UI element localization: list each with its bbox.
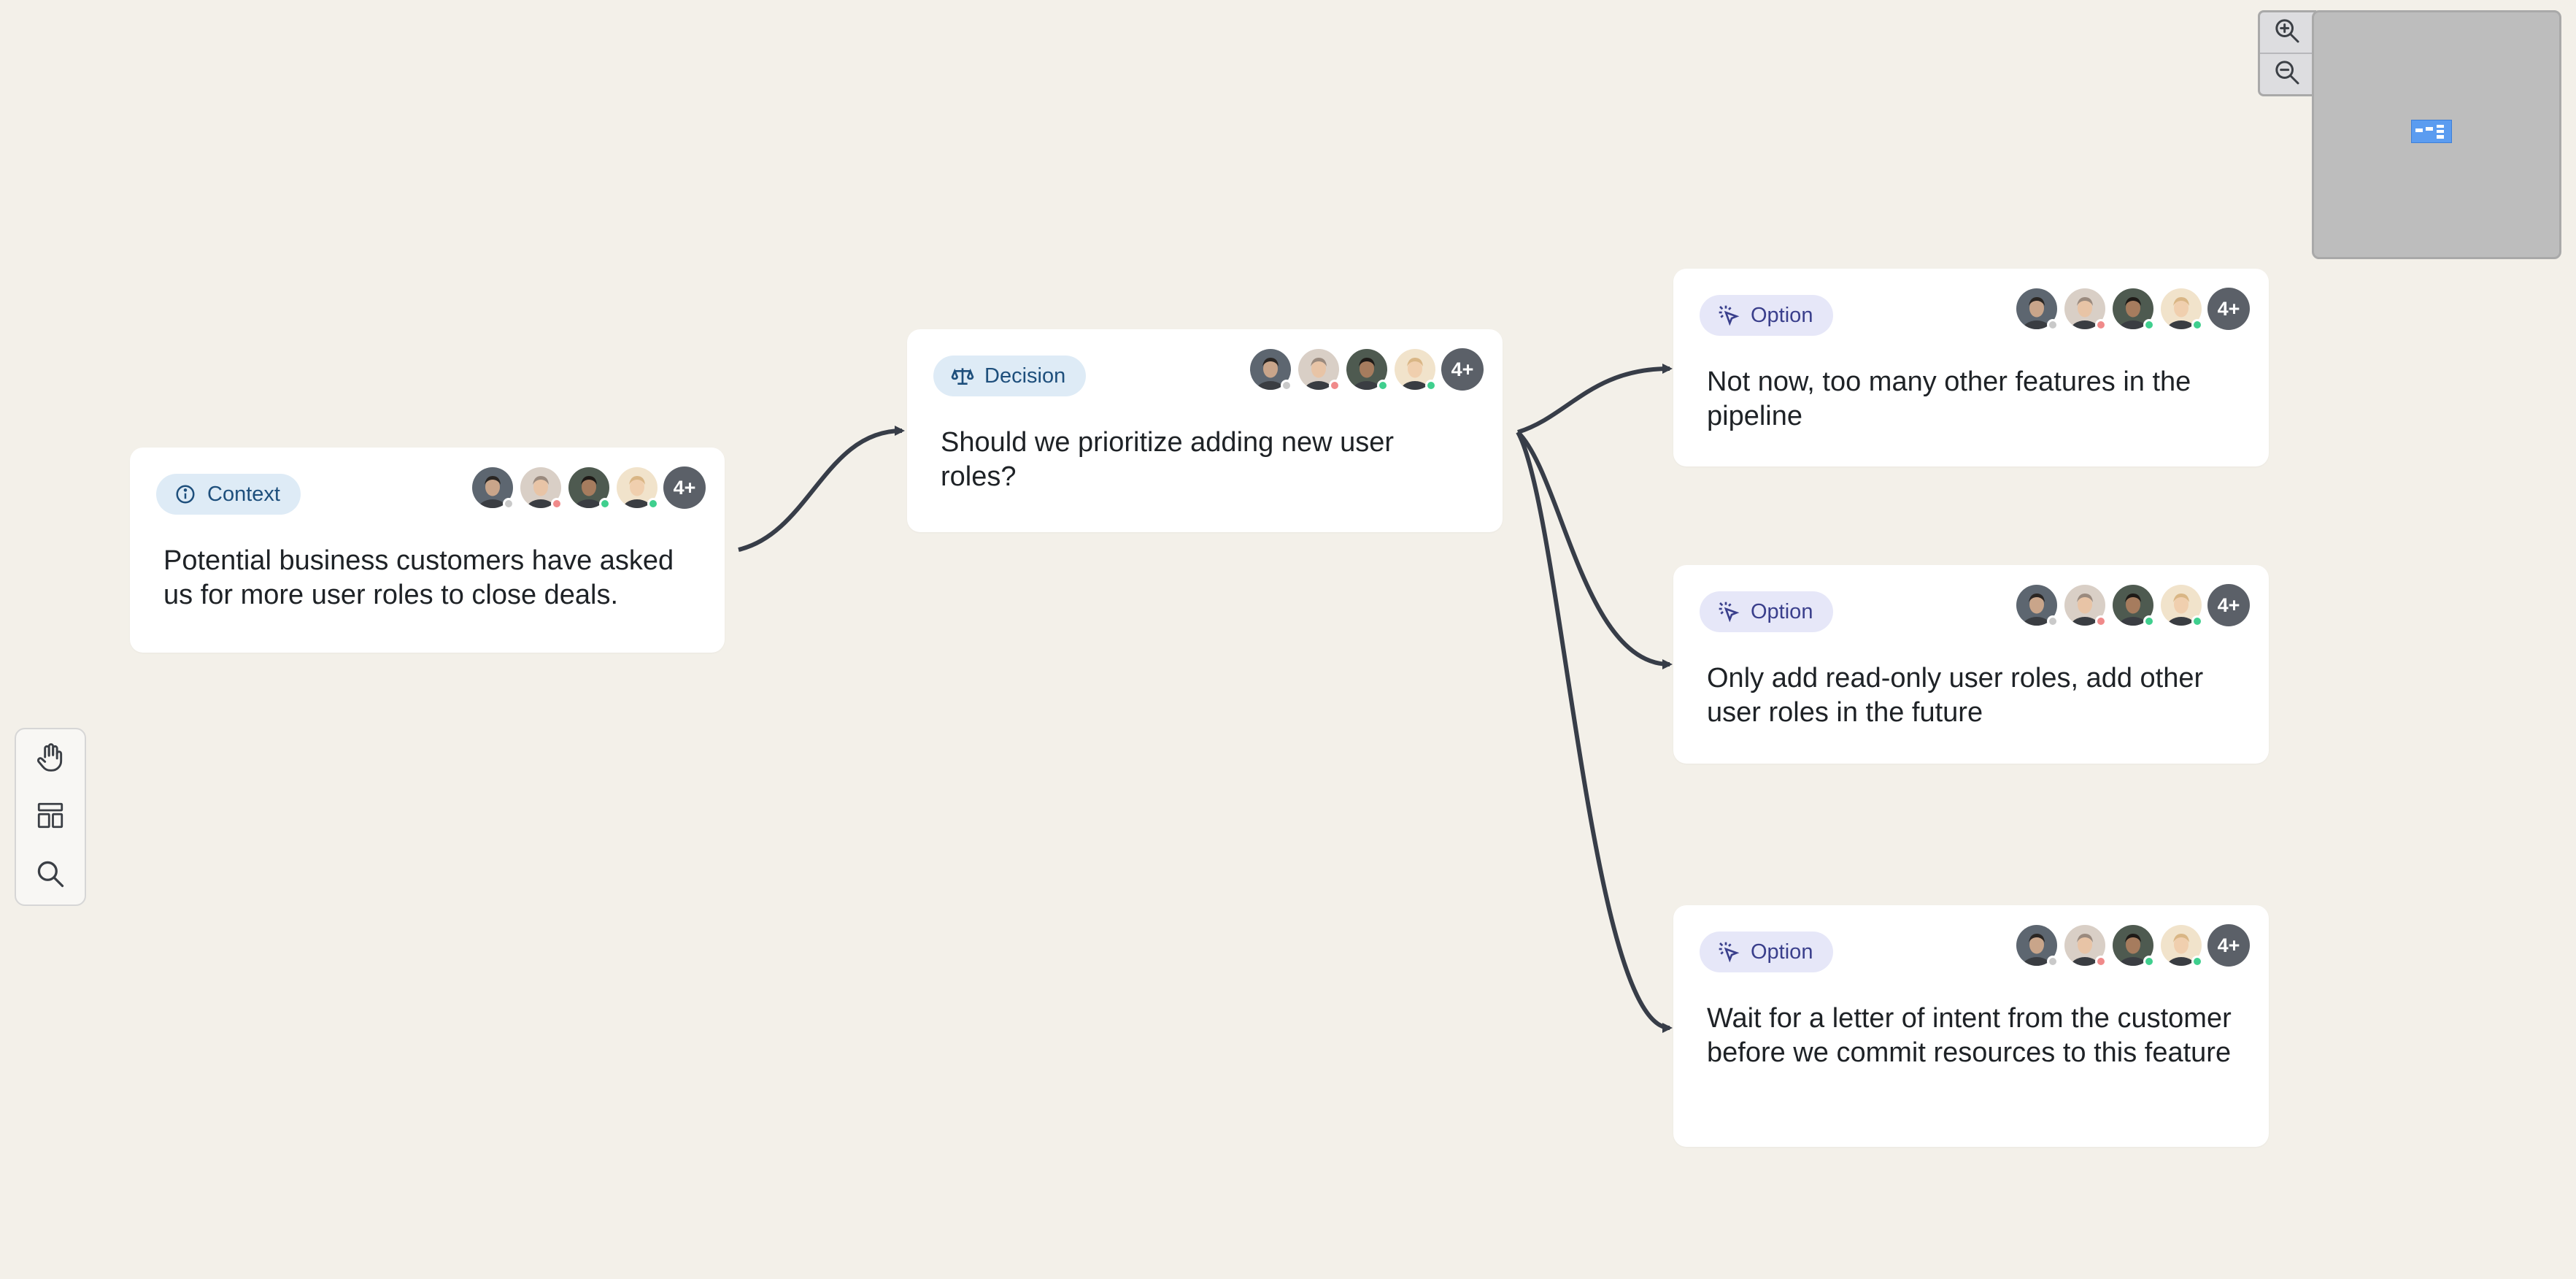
zoom-out-button[interactable] [2260,53,2314,94]
participant-avatars: 4+ [2009,924,2250,967]
scale-icon [951,364,974,388]
option-tag-label: Option [1751,303,1813,327]
avatar[interactable] [472,467,514,510]
presence-status-dot [2047,615,2059,627]
canvas-toolbar [15,728,86,906]
avatar[interactable] [1395,349,1437,391]
participant-avatars: 4+ [2009,288,2250,331]
presence-status-dot [2191,319,2203,331]
presence-status-dot [551,498,563,510]
option-text: Only add read-only user roles, add other… [1707,663,2204,728]
participant-avatars: 4+ [2009,584,2250,627]
more-participants-badge[interactable]: 4+ [1441,348,1484,391]
option-text: Wait for a letter of intent from the cus… [1707,1003,2232,1068]
presence-status-dot [2095,615,2107,627]
zoom-controls [2258,10,2316,96]
edge-decision-to-option-2 [1516,430,1673,669]
edge-context-to-decision [738,426,905,552]
more-participants-badge[interactable]: 4+ [663,466,706,509]
option-card-1[interactable]: Option 4+ Not now, too many other featur… [1673,269,2269,466]
avatar[interactable] [2064,288,2107,331]
hand-tool-button[interactable] [16,729,85,788]
context-text: Potential business customers have asked … [163,545,674,610]
context-card[interactable]: Context 4+ Potential business customers … [130,448,725,653]
cursor-click-icon [1717,940,1740,964]
zoom-in-button[interactable] [2260,12,2314,53]
presence-status-dot [2047,956,2059,967]
presence-status-dot [2047,319,2059,331]
avatar[interactable] [2064,925,2107,967]
layout-icon [35,800,66,834]
presence-status-dot [1377,380,1389,391]
edge-decision-to-option-1 [1517,364,1673,434]
avatar[interactable] [2016,925,2059,967]
avatar[interactable] [2113,925,2155,967]
avatar[interactable] [2064,585,2107,627]
decision-text: Should we prioritize adding new user rol… [941,427,1395,492]
search-icon [34,858,66,894]
option-tag-label: Option [1751,599,1813,623]
more-participants-badge[interactable]: 4+ [2207,288,2250,330]
presence-status-dot [2191,615,2203,627]
presence-status-dot [1425,380,1437,391]
presence-status-dot [2191,956,2203,967]
option-tag-label: Option [1751,940,1813,964]
zoom-in-icon [2272,16,2302,49]
layout-tool-button[interactable] [16,788,85,846]
option-tag: Option [1700,932,1834,972]
avatar[interactable] [520,467,563,510]
search-tool-button[interactable] [16,846,85,904]
more-participants-badge[interactable]: 4+ [2207,584,2250,626]
presence-status-dot [1329,380,1341,391]
context-tag-label: Context [207,482,280,506]
cursor-click-icon [1717,304,1740,327]
info-icon [174,483,197,506]
presence-status-dot [2143,615,2155,627]
participant-avatars: 4+ [465,466,706,510]
decision-tag-label: Decision [984,364,1066,388]
avatar[interactable] [2016,288,2059,331]
minimap-viewport[interactable] [2411,120,2452,143]
presence-status-dot [599,498,611,510]
avatar[interactable] [2113,288,2155,331]
avatar[interactable] [2016,585,2059,627]
avatar[interactable] [2161,288,2203,331]
avatar[interactable] [1298,349,1341,391]
presence-status-dot [2143,956,2155,967]
presence-status-dot [2095,956,2107,967]
avatar[interactable] [2161,585,2203,627]
presence-status-dot [503,498,514,510]
presence-status-dot [2095,319,2107,331]
presence-status-dot [1281,380,1292,391]
option-text: Not now, too many other features in the … [1707,366,2191,431]
hand-icon [34,741,66,777]
avatar[interactable] [1250,349,1292,391]
avatar[interactable] [617,467,659,510]
context-tag: Context [156,474,301,515]
edge-decision-to-option-3 [1516,431,1673,1033]
avatar[interactable] [1346,349,1389,391]
presence-status-dot [647,498,659,510]
option-tag: Option [1700,295,1834,336]
avatar[interactable] [2161,925,2203,967]
cursor-click-icon [1717,600,1740,623]
participant-avatars: 4+ [1243,348,1484,391]
decision-tag: Decision [933,356,1087,396]
option-card-3[interactable]: Option 4+ Wait for a letter of intent fr… [1673,905,2269,1147]
minimap[interactable] [2312,10,2561,259]
option-tag: Option [1700,591,1834,632]
avatar[interactable] [2113,585,2155,627]
more-participants-badge[interactable]: 4+ [2207,924,2250,967]
zoom-out-icon [2272,58,2302,91]
avatar[interactable] [568,467,611,510]
option-card-2[interactable]: Option 4+ Only add read-only user roles,… [1673,565,2269,764]
presence-status-dot [2143,319,2155,331]
decision-card[interactable]: Decision 4+ Should we prioritize adding … [907,329,1503,532]
